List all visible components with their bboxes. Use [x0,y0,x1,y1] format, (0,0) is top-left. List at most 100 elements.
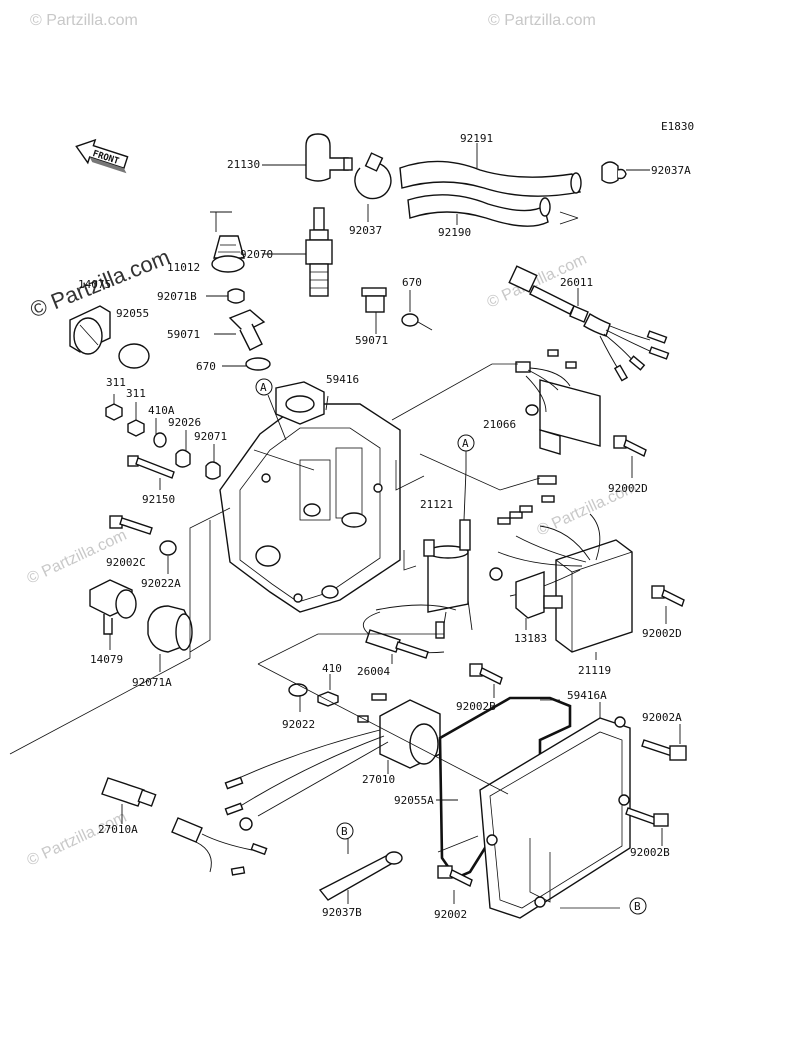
bolt-part [127,455,175,490]
svg-text:B: B [634,900,641,913]
bolt-part [641,724,687,761]
bolt-part [109,515,153,535]
rectifier-part [515,349,601,455]
plug-cap-part [262,133,353,182]
part-number: 92002A [642,711,682,724]
part-number: 410A [148,404,175,417]
spark-plug-part [262,207,333,297]
part-number: 311 [106,376,126,389]
hose-part [399,143,582,227]
starter-relay-part [224,693,441,831]
part-number: 27010A [98,823,138,836]
part-number: 92191 [460,132,493,145]
part-number: 670 [402,276,422,289]
cover-part [436,696,631,919]
fitting-part [214,309,266,351]
filler-cap-part [69,305,111,355]
watermark: © Partzilla.com [488,12,596,29]
seal-part [205,461,221,480]
clamp-part [354,152,392,222]
part-number: 92037 [349,224,382,237]
o-ring-part [118,343,150,369]
sensor-part [508,265,670,382]
guide-lines [9,363,620,909]
washer-part [159,540,177,556]
part-number: 311 [126,387,146,400]
part-number: 92071A [132,676,172,689]
washer-part [153,432,167,448]
part-number: 21121 [420,498,453,511]
part-number: 92002C [106,556,146,569]
relay-switch-part [101,777,268,876]
bolt-part [613,435,647,478]
seal-part [175,449,191,468]
part-number: 21130 [227,158,260,171]
hose-clip-part [601,161,650,184]
part-number: 92022 [282,718,315,731]
grommet-part [206,288,245,304]
strap-part [318,838,403,904]
part-number: 92150 [142,493,175,506]
watermark: © Partzilla.com [30,12,138,29]
cdi-unit-part [489,475,633,660]
part-number: 92026 [168,416,201,429]
svg-text:B: B [341,825,348,838]
part-number: 92002B [630,846,670,859]
electric-case-part [219,381,401,613]
part-number: 92002B [456,700,496,713]
part-number: 92070 [240,248,273,261]
fitting-part [361,287,387,334]
part-number: 13183 [514,632,547,645]
part-number: 92055A [394,794,434,807]
front-arrow-icon: FRONT [75,138,129,174]
part-number: 92002D [642,627,682,640]
part-number: 92037B [322,906,362,919]
diagram-code: E1830 [661,120,694,133]
part-number: 92055 [116,307,149,320]
callout-a: A [255,378,287,441]
washer-part [288,683,308,697]
part-number: 92190 [438,226,471,239]
part-number: 92071 [194,430,227,443]
part-number: 92037A [651,164,691,177]
part-number: 21119 [578,664,611,677]
bracket-part [515,571,563,630]
part-number: 27010 [362,773,395,786]
o-ring-small-part [245,357,271,371]
part-number: 92002 [434,908,467,921]
part-labels: 21130 92191 92037A 92037 92190 11012 920… [78,132,691,921]
part-number: 410 [322,662,342,675]
bolt-part [437,865,473,904]
part-number: 11012 [167,261,200,274]
part-number: 92002D [608,482,648,495]
svg-text:A: A [462,437,469,450]
temp-sensor-part [363,611,445,664]
part-number: 59071 [167,328,200,341]
bolt-part [469,663,503,698]
damper-part [147,605,193,672]
o-ring-small-part [401,313,419,327]
part-number: 26004 [357,665,390,678]
part-number: 59416 [326,373,359,386]
part-number: 59416A [567,689,607,702]
part-number: 26011 [560,276,593,289]
svg-text:A: A [260,381,267,394]
part-number: 14075 [78,278,111,291]
callout-b: B [629,897,647,915]
part-number: 92071B [157,290,197,303]
cap-part [210,211,245,273]
part-number: 670 [196,360,216,373]
part-number: 21066 [483,418,516,431]
watermark: © Partzilla.com [25,809,130,870]
callout-a: A [457,434,475,470]
part-number: 92022A [141,577,181,590]
part-number: 14079 [90,653,123,666]
washer-part [317,691,339,707]
nut-part [105,403,123,421]
bolt-part [651,585,685,624]
breather-part [89,579,137,650]
part-number: 59071 [355,334,388,347]
bolt-part [625,807,669,846]
callout-b: B [336,822,354,840]
